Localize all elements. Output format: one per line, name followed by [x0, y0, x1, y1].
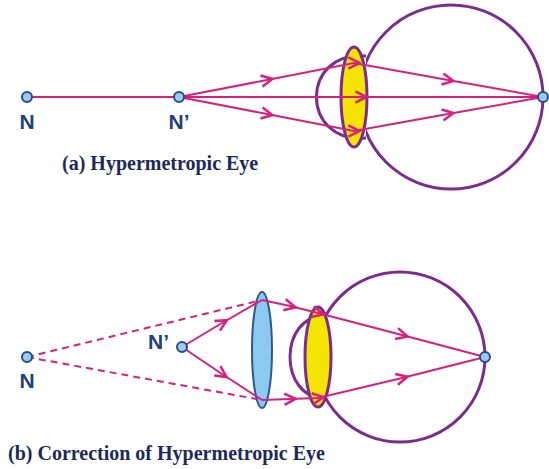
points-bottom [22, 342, 490, 362]
eye-bottom [290, 272, 485, 442]
point-label: N [18, 110, 35, 133]
rays-top [27, 63, 543, 131]
convex-lens [252, 292, 272, 408]
points-top [22, 92, 548, 102]
dashed-rays [27, 300, 262, 400]
figure-caption: (a) Hypermetropic Eye [62, 152, 258, 174]
rays-bottom [182, 300, 485, 400]
point-label: N [18, 369, 35, 392]
point-label: N’ [168, 110, 191, 133]
point-label: N’ [147, 330, 170, 353]
figure-caption: (b) Correction of Hypermetropic Eye [8, 442, 325, 464]
